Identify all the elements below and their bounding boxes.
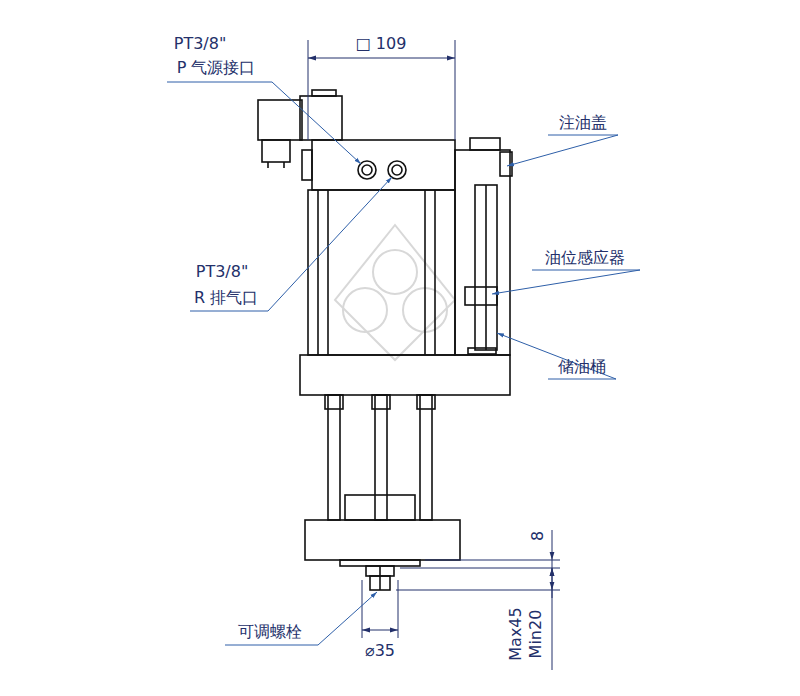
part-name: 可调螺栓 xyxy=(238,623,302,641)
watermark-logo xyxy=(335,225,455,360)
port-size: PT3/8" xyxy=(174,35,227,53)
part-name: 储油桶 xyxy=(558,358,606,376)
dimension-text: Max45 xyxy=(507,607,525,660)
part-name: 注油盖 xyxy=(559,114,607,132)
port-size: PT3/8" xyxy=(196,263,249,281)
port-name: P 气源接口 xyxy=(177,59,256,77)
cylinder-body xyxy=(258,90,512,590)
part-name: 油位感应器 xyxy=(545,249,625,267)
dimension-text: □ 109 xyxy=(356,35,407,53)
port-name: R 排气口 xyxy=(194,289,258,307)
dimension-text: 8 xyxy=(529,531,547,541)
leader-lines xyxy=(167,82,640,645)
dimension-lines xyxy=(308,40,560,670)
dimension-text: Min20 xyxy=(527,610,545,659)
dimension-text: ⌀35 xyxy=(365,642,395,660)
